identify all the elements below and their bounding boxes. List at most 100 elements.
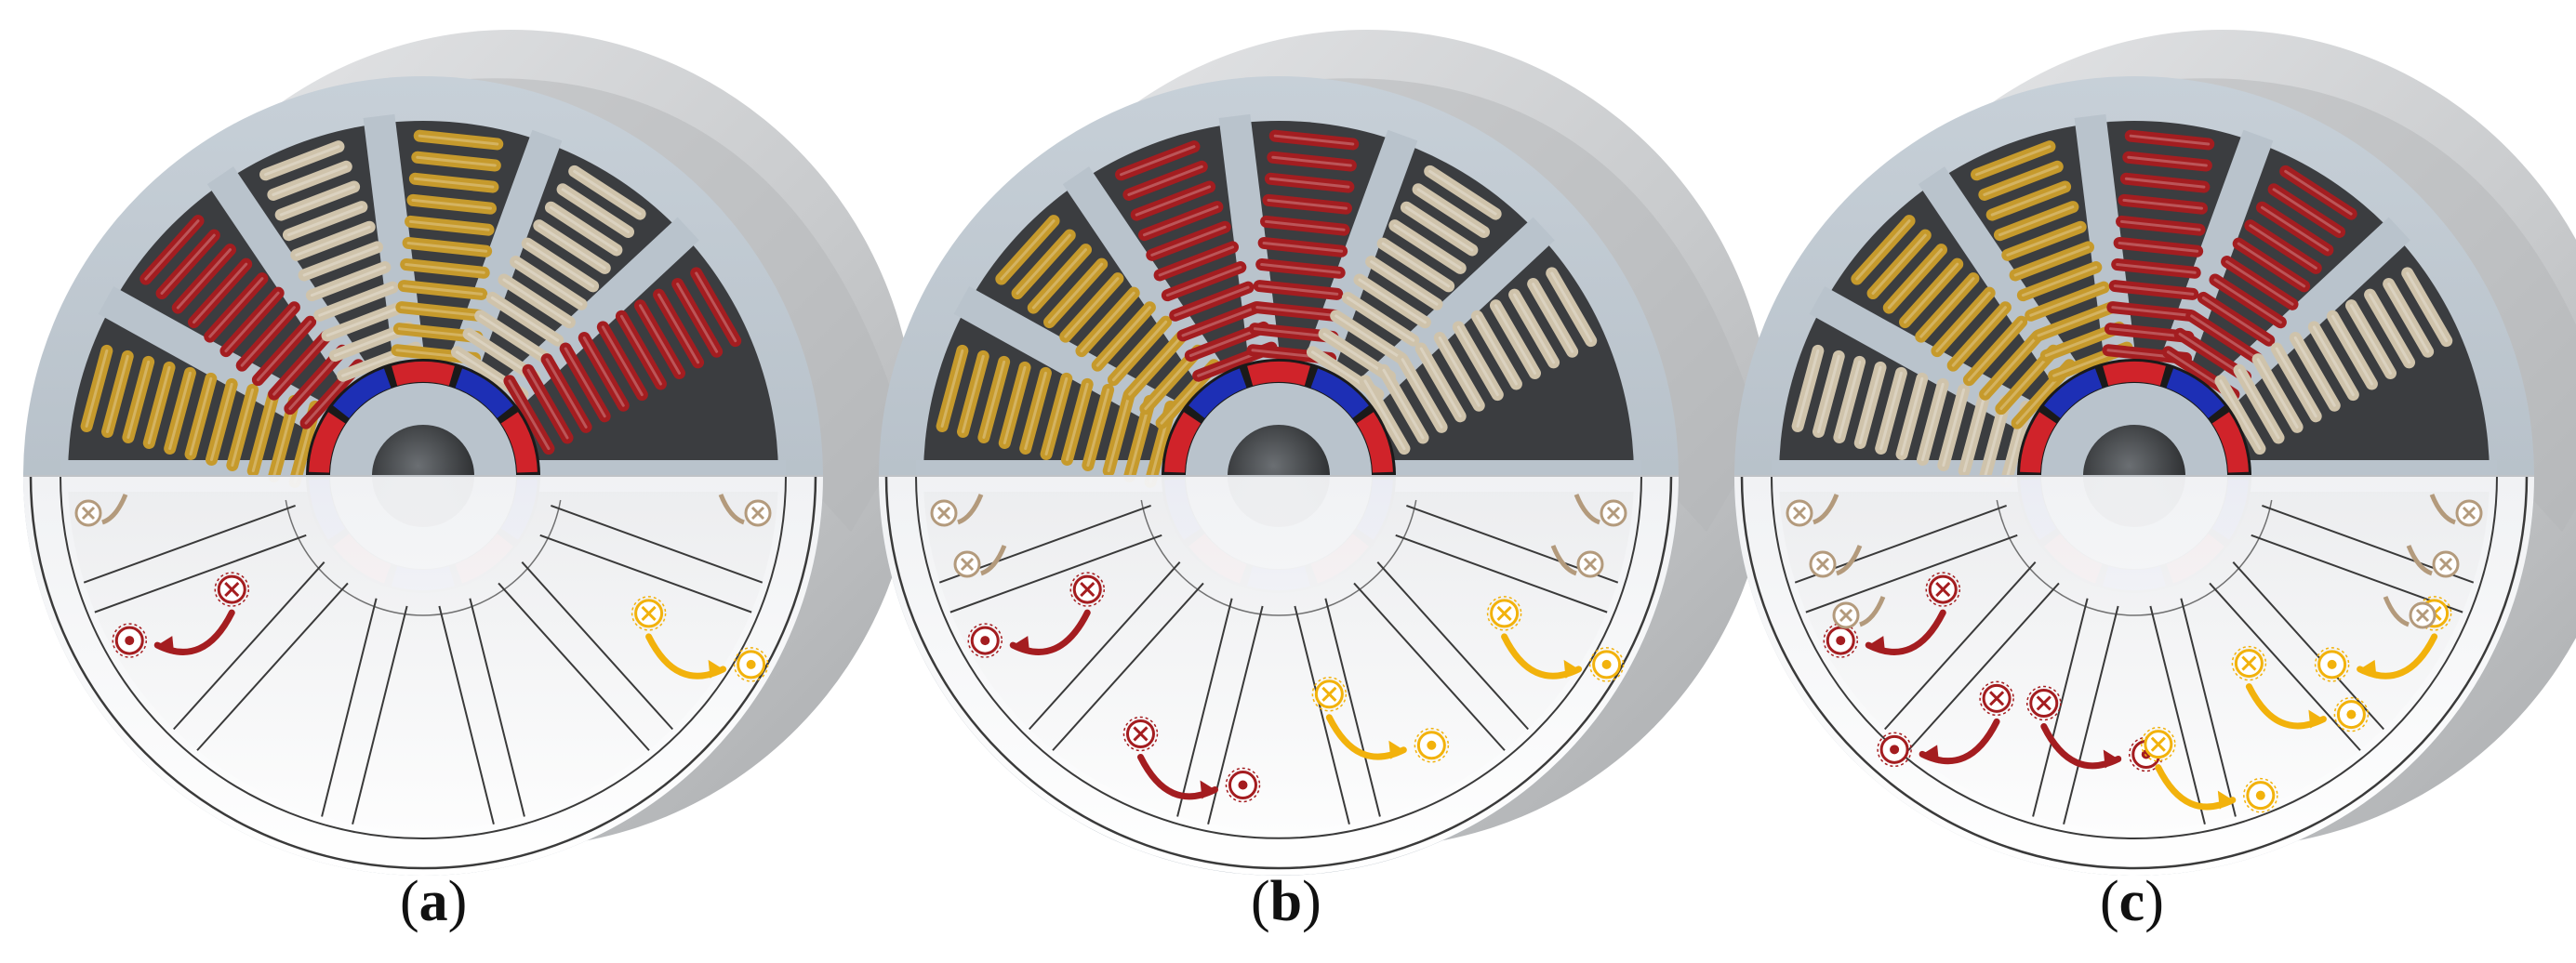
tan-current-marker	[2406, 545, 2460, 578]
lower-tooth-outline	[173, 561, 349, 751]
winding-coil	[450, 165, 646, 402]
panel-c-motor	[1734, 30, 2576, 876]
current-out-symbol	[2333, 696, 2370, 732]
rotor-magnet	[1310, 368, 1369, 419]
tan-current-marker	[718, 494, 772, 527]
tan-current-marker	[2383, 596, 2437, 629]
lower-tooth-outline	[438, 598, 525, 825]
tan-current-marker	[1550, 545, 1604, 578]
lower-tooth-outline	[498, 561, 673, 751]
rotor-magnet	[1356, 412, 1393, 473]
rotor-magnet	[455, 368, 513, 419]
rotor-magnet	[333, 368, 392, 419]
current-into-symbol	[1069, 572, 1106, 607]
caption-a: (a)	[400, 870, 468, 933]
tan-current-marker	[1786, 494, 1839, 527]
current-into-symbol	[1979, 680, 2014, 717]
rotor-magnet	[2020, 412, 2057, 473]
caption-b: (b)	[1251, 870, 1321, 933]
current-out-symbol	[1225, 767, 1261, 803]
tan-current-marker	[1809, 545, 1863, 578]
lower-tooth-outline	[83, 504, 307, 613]
current-into-symbol	[1311, 677, 1348, 712]
rotor-magnet	[1188, 368, 1247, 419]
tan-current-marker	[2429, 494, 2483, 527]
tan-current-marker	[1832, 596, 1886, 629]
current-out-symbol	[1414, 728, 1450, 763]
flux-arrowhead	[1013, 636, 1030, 655]
winding-coil	[1791, 344, 2033, 489]
winding-coil	[1851, 215, 2076, 429]
flux-arrowhead	[1200, 780, 1215, 799]
winding-coil	[1359, 267, 1598, 455]
winding-coil	[1306, 165, 1502, 402]
flux-arrowhead	[2308, 709, 2324, 729]
lower-tooth-outline	[1353, 561, 1529, 751]
winding-coil	[936, 344, 1177, 489]
flux-arrowhead	[1563, 659, 1579, 679]
lower-tooth-outline	[2209, 561, 2384, 751]
flux-arrowhead	[1922, 745, 1940, 764]
rotor-magnet	[1164, 412, 1202, 473]
flux-arrowhead	[2217, 790, 2233, 810]
tan-current-marker	[930, 494, 984, 527]
lower-tooth-outline	[2149, 598, 2237, 825]
lower-tooth-outline	[321, 598, 408, 825]
outline-yoke	[60, 475, 787, 839]
lower-rotor-outline	[1140, 499, 1417, 616]
winding-coil	[503, 267, 742, 455]
rotor-magnet	[2211, 412, 2249, 473]
lower-tooth-outline	[1029, 561, 1204, 751]
current-into-symbol	[2231, 645, 2267, 681]
flux-arrowhead	[708, 659, 724, 679]
outline-yoke	[1771, 475, 2498, 839]
tan-current-marker	[74, 494, 128, 527]
flux-arrowhead	[2359, 659, 2377, 679]
winding-coil	[1971, 140, 2133, 382]
current-out-symbol	[733, 647, 769, 682]
current-out-symbol	[1877, 732, 1912, 768]
caption-c: (c)	[2100, 870, 2164, 933]
rotor-magnet	[2166, 368, 2224, 419]
current-out-symbol	[2243, 777, 2278, 813]
rotor-magnet	[2103, 362, 2166, 386]
winding-coil	[1246, 129, 1360, 365]
current-into-symbol	[1122, 716, 1159, 752]
flux-arrowhead	[2103, 749, 2118, 769]
winding-coil	[2214, 267, 2453, 455]
current-out-symbol	[1588, 647, 1625, 682]
winding-coil	[391, 129, 504, 365]
panel-b-motor	[879, 30, 1772, 876]
rotor-magnet	[392, 362, 455, 386]
winding-coil	[1115, 140, 1278, 382]
current-into-symbol	[1925, 572, 1961, 607]
lower-tooth-outline	[1294, 598, 1381, 825]
cutaway-overlay	[1734, 476, 2534, 876]
tan-current-marker	[1573, 494, 1627, 527]
lower-rotor-outline	[1996, 499, 2273, 616]
current-out-symbol	[112, 623, 148, 658]
lower-rotor-outline	[285, 499, 562, 616]
current-into-symbol	[1486, 596, 1522, 631]
rotor-magnet	[500, 412, 538, 473]
lower-tooth-outline	[539, 504, 764, 613]
rotor-magnet	[2044, 368, 2103, 419]
current-out-symbol	[2314, 647, 2350, 682]
current-into-symbol	[214, 572, 250, 607]
lower-tooth-outline	[2032, 598, 2119, 825]
flux-arrowhead	[1868, 636, 1886, 655]
rotor-magnet	[309, 412, 346, 473]
tan-current-marker	[953, 545, 1007, 578]
flux-arrowhead	[157, 636, 175, 655]
rotor-magnet	[1247, 362, 1310, 386]
current-into-symbol	[2141, 726, 2176, 762]
panel-a-motor	[23, 30, 916, 876]
current-into-symbol	[631, 596, 667, 631]
outline-outer	[1740, 475, 2529, 870]
current-into-symbol	[2026, 685, 2062, 721]
outline-yoke	[915, 475, 1642, 839]
current-out-symbol	[967, 623, 1003, 658]
lower-tooth-outline	[1884, 561, 2060, 751]
flux-arrowhead	[1388, 740, 1404, 759]
